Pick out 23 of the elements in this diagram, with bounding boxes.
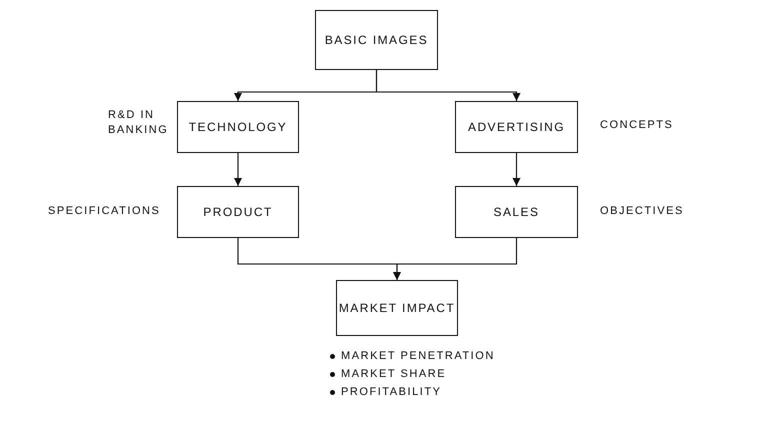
process-box <box>177 186 299 238</box>
arrow <box>234 153 242 186</box>
process-box <box>455 101 578 153</box>
box-label: ADVERTISING <box>468 119 565 136</box>
arrow <box>376 70 520 101</box>
arrow <box>512 153 520 186</box>
box-label: MARKET IMPACT <box>338 300 456 317</box>
side-note: SPECIFICATIONS <box>48 204 160 219</box>
box-label: BASIC IMAGES <box>324 32 428 49</box>
box-label: SALES <box>494 204 540 221</box>
process-box <box>455 186 578 238</box>
side-note: OBJECTIVES <box>600 204 684 219</box>
arrow <box>393 238 518 280</box>
side-note: R&D IN BANKING <box>108 108 170 138</box>
bullet-item: MARKET PENETRATION <box>330 349 495 364</box>
side-note: CONCEPTS <box>600 118 674 133</box>
process-box <box>336 280 458 336</box>
process-box <box>315 10 438 70</box>
bullet-item: PROFITABILITY <box>330 385 442 400</box>
box-label: TECHNOLOGY <box>188 119 288 136</box>
process-box <box>177 101 299 153</box>
box-label: PRODUCT <box>203 204 273 221</box>
bullet-item: MARKET SHARE <box>330 367 446 382</box>
